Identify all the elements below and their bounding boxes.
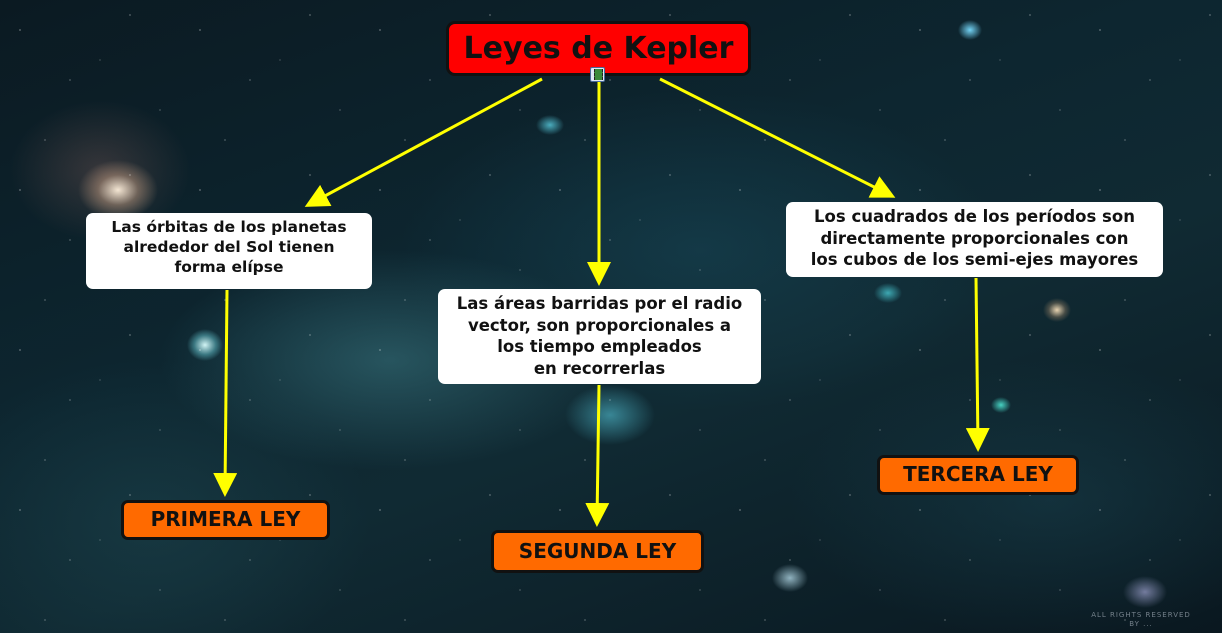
description-line: los cubos de los semi-ejes mayores xyxy=(810,250,1139,269)
watermark-line: All rights reserved xyxy=(1091,611,1191,619)
first-law-description[interactable]: Las órbitas de los planetas alrededor de… xyxy=(86,213,372,289)
third-law-node[interactable]: TERCERA LEY xyxy=(877,455,1079,495)
description-line: Las órbitas de los planetas xyxy=(111,218,347,236)
arrow-third-to-law xyxy=(965,277,990,452)
third-law-description[interactable]: Los cuadrados de los períodos son direct… xyxy=(786,202,1163,277)
film-strip-icon[interactable] xyxy=(590,67,605,82)
arrow-title-to-third xyxy=(659,77,896,198)
description-line: en recorrerlas xyxy=(533,358,666,378)
first-law-node[interactable]: PRIMERA LEY xyxy=(121,500,330,540)
description-line: Los cuadrados de los períodos son xyxy=(814,207,1135,226)
description-line: los tiempo empleados xyxy=(497,337,702,356)
second-law-description[interactable]: Las áreas barridas por el radio vector, … xyxy=(438,289,761,384)
description-line: Las áreas barridas por el radio xyxy=(456,294,743,313)
description-line: forma elípse xyxy=(174,258,284,276)
third-law-label: TERCERA LEY xyxy=(903,462,1053,486)
arrow-title-to-first xyxy=(304,77,543,207)
description-line: vector, son proporcionales a xyxy=(467,315,732,335)
description-line: alrededor del Sol tienen xyxy=(123,238,335,256)
second-law-node[interactable]: SEGUNDA LEY xyxy=(491,530,704,573)
description-line: directamente proporcionales con xyxy=(820,228,1129,248)
title-label: Leyes de Kepler xyxy=(463,31,734,66)
watermark-line: by ... xyxy=(1129,620,1153,628)
arrow-second-to-law xyxy=(585,384,610,527)
background-watermark: All rights reserved by ... xyxy=(1076,611,1206,629)
second-law-label: SEGUNDA LEY xyxy=(518,539,677,563)
arrow-first-to-law xyxy=(213,289,238,497)
first-law-label: PRIMERA LEY xyxy=(150,507,301,531)
